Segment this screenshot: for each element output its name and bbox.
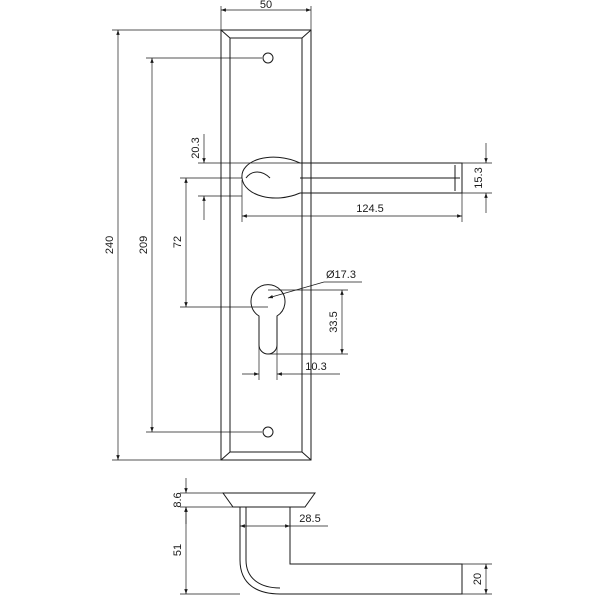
dim-handle-to-cylinder: 72 [172,236,184,248]
dim-rose-offset: 28.5 [299,513,320,525]
dim-cylinder-diameter: Ø17.3 [326,269,356,281]
dim-handle-offset: 20.3 [190,137,202,158]
cylinder-cutout [250,284,286,355]
bottom-screw-hole [262,426,274,438]
dim-plate-width: 50 [260,0,272,11]
lever-handle-side-view [239,507,463,595]
dim-handle-length: 124.5 [356,203,384,215]
backplate [220,29,312,461]
dim-cylinder-height: 33.5 [328,311,340,332]
dim-plate-height: 240 [104,236,116,254]
dim-cylinder-slot: 10.3 [305,361,326,373]
top-screw-hole [262,52,274,64]
dim-lever-thickness: 20 [472,573,484,585]
lever-handle-front [241,156,463,199]
dim-handle-thickness: 15.3 [473,167,485,188]
rose-side-view [222,492,316,508]
dim-hole-spacing: 209 [138,236,150,254]
dim-handle-projection: 51 [172,544,184,556]
dim-rose-height: 8.6 [172,492,184,507]
